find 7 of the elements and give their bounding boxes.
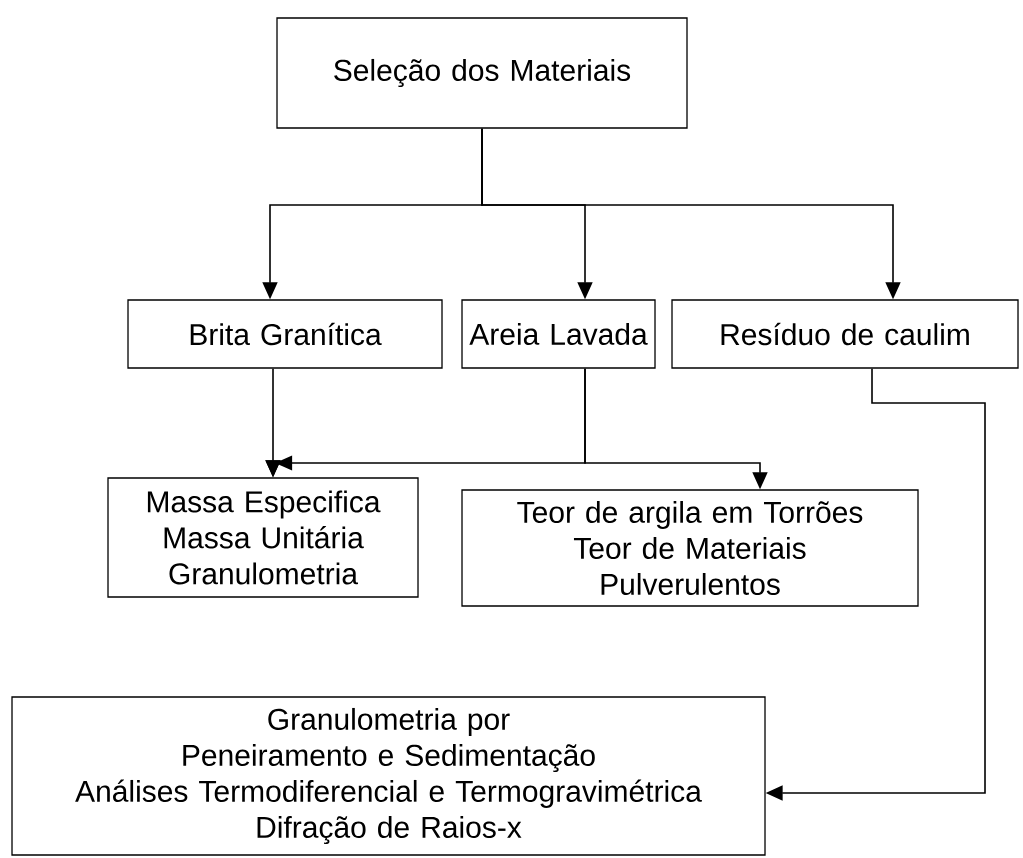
- process-box: Teor de argila em Torrões Teor de Materiais Pulverulentos: [461, 489, 919, 607]
- process-box: Granulometria por Peneiramento e Sedimentação Análises Termodiferencial e Termogravimétrica Difração de Raios-x: [11, 696, 766, 856]
- process-box: Areia Lavada: [461, 299, 656, 369]
- process-box: Resíduo de caulim: [671, 299, 1019, 369]
- process-box: Seleção dos Materiais: [276, 17, 688, 129]
- process-box: Brita Granítica: [127, 299, 443, 369]
- process-box: Massa Especifica Massa Unitária Granulometria: [107, 477, 419, 598]
